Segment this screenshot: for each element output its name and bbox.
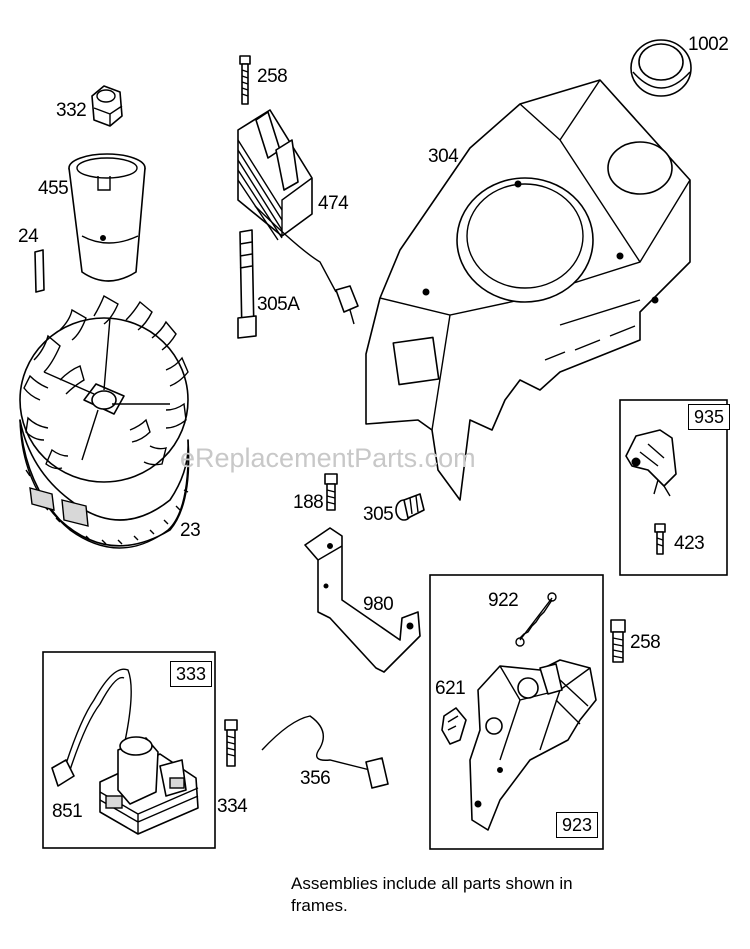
frame-935	[619, 399, 728, 576]
label-305a: 305A	[257, 294, 300, 315]
label-980: 980	[363, 594, 394, 615]
label-332: 332	[56, 100, 87, 121]
screw-part-305	[395, 493, 425, 521]
grommet-part-1002	[630, 39, 692, 97]
spark-plug-wire-part-851	[51, 668, 132, 787]
frame-333	[42, 651, 216, 849]
bolt-part-188	[324, 473, 338, 511]
label-188: 188	[293, 492, 324, 513]
flywheel-part-23	[19, 294, 190, 549]
stud-part-305a	[237, 229, 257, 339]
label-23: 23	[180, 520, 201, 541]
label-334: 334	[217, 796, 248, 817]
label-304: 304	[428, 146, 459, 167]
label-474: 474	[318, 193, 349, 214]
bolt-part-258-top	[239, 55, 251, 105]
frame-label-923: 923	[556, 812, 599, 838]
watermark-text: eReplacementParts.com	[180, 443, 476, 473]
label-258-right: 258	[630, 632, 661, 653]
screw-part-423	[654, 523, 666, 555]
armature-assembly-part-333	[99, 736, 199, 835]
frame-923	[429, 574, 604, 850]
governor-control-part-923	[469, 659, 597, 831]
label-258-top: 258	[257, 66, 288, 87]
label-305: 305	[363, 504, 394, 525]
bolt-part-334	[224, 719, 238, 767]
governor-lever-part-935	[625, 429, 677, 497]
label-455: 455	[38, 178, 69, 199]
label-922: 922	[488, 590, 519, 611]
bracket-part-980	[304, 527, 421, 673]
frame-label-935: 935	[688, 404, 731, 430]
label-1002: 1002	[688, 34, 729, 55]
starter-cup-part-455	[68, 153, 146, 282]
label-423: 423	[674, 533, 705, 554]
nut-part-332	[91, 85, 123, 127]
key-part-24	[34, 249, 45, 293]
spring-part-922	[515, 592, 557, 647]
label-621: 621	[435, 678, 466, 699]
label-851: 851	[52, 801, 83, 822]
label-356: 356	[300, 768, 331, 789]
armature-part-474	[237, 109, 359, 325]
blower-housing-part-304	[365, 79, 691, 501]
label-24: 24	[18, 226, 39, 247]
lead-wire-part-356	[261, 715, 389, 789]
assemblies-note: Assemblies include all parts shown in fr…	[291, 874, 573, 915]
clip-part-621	[441, 707, 467, 745]
frame-label-333: 333	[170, 661, 213, 687]
bolt-part-258-right	[610, 619, 626, 663]
